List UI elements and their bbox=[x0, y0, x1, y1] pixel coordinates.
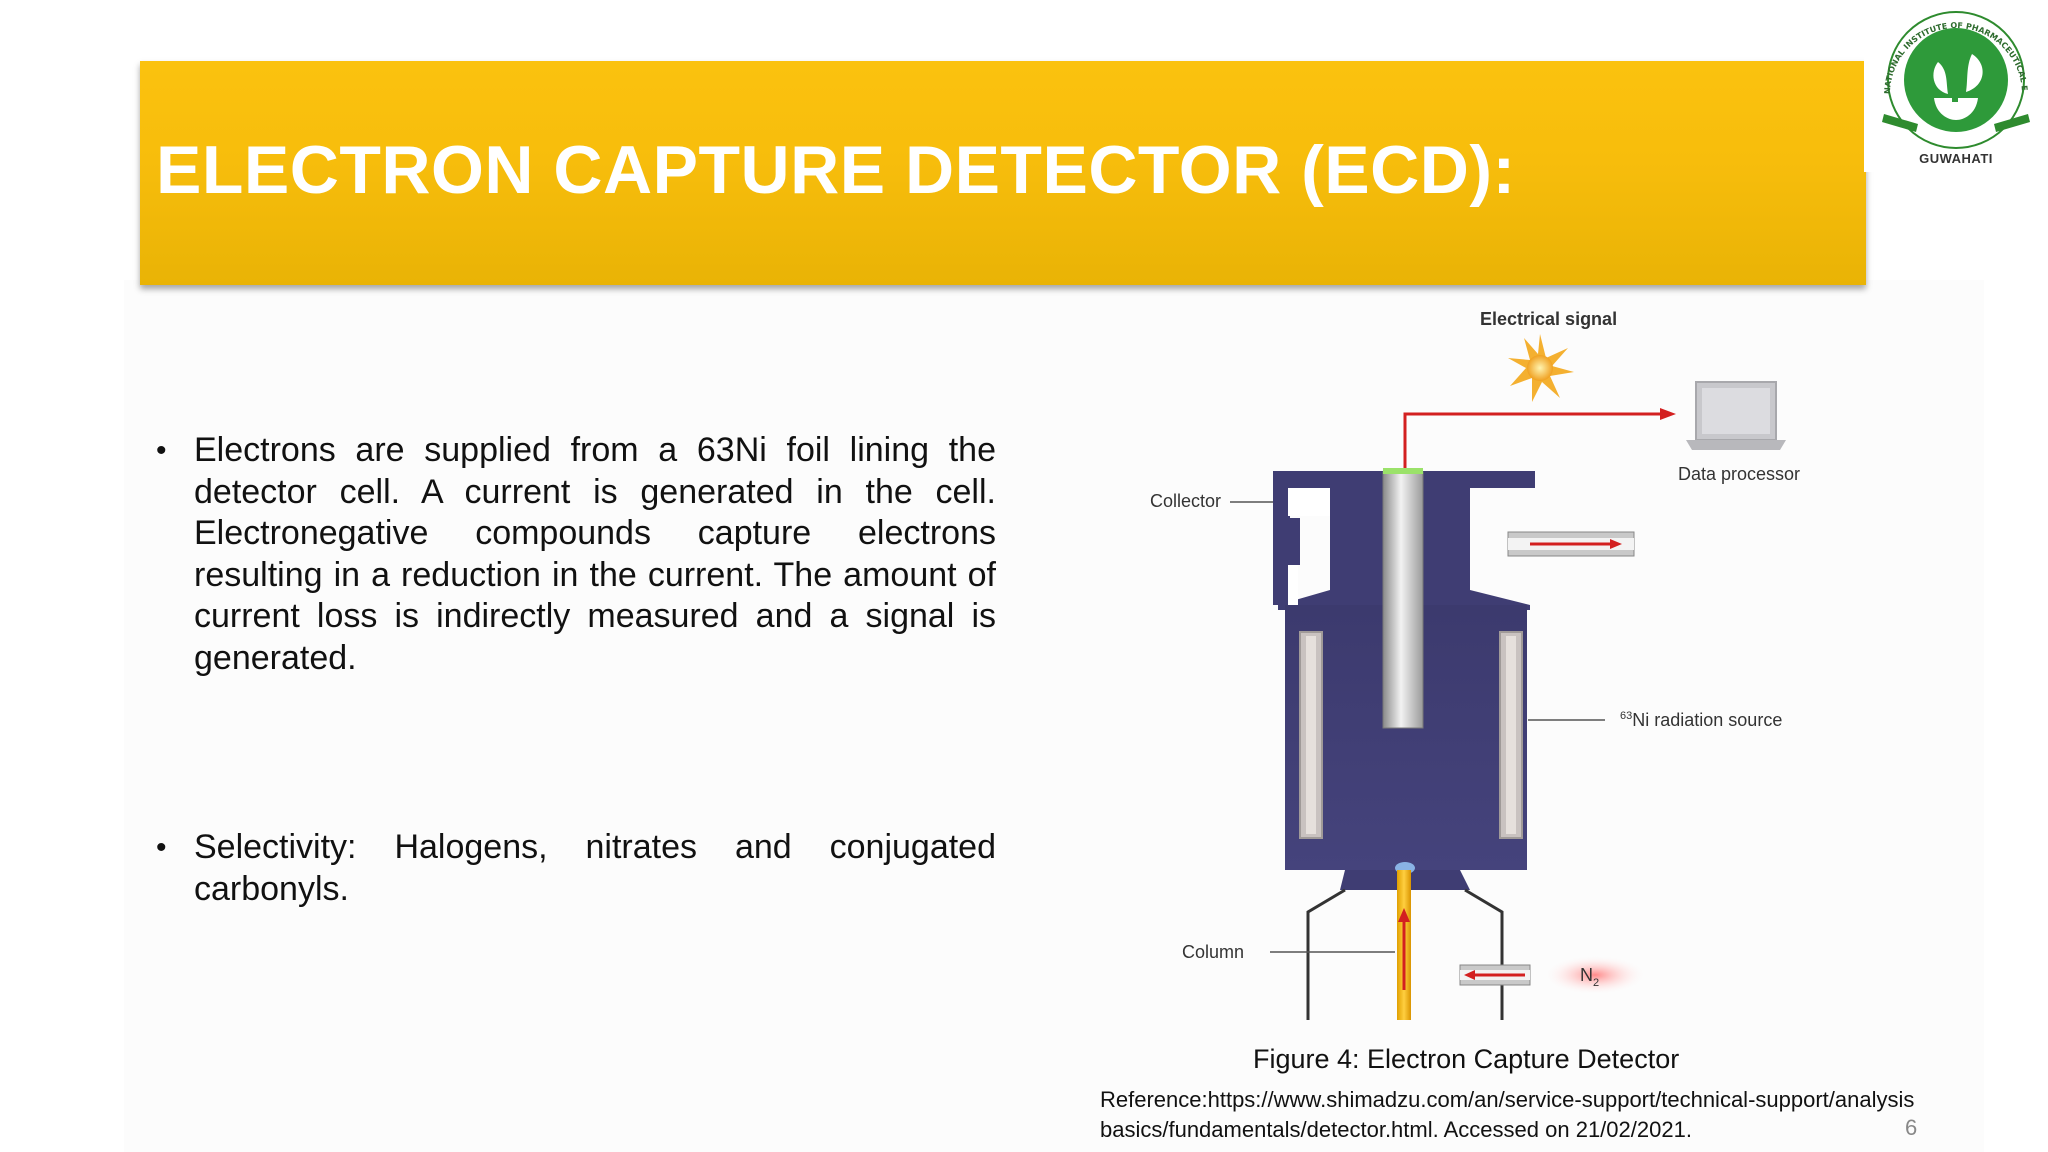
logo-city-text: GUWAHATI bbox=[1919, 151, 1993, 166]
makeup-gas-inlet-tube bbox=[1507, 531, 1635, 557]
column-flow-arrow-icon bbox=[1398, 908, 1410, 922]
signal-line bbox=[1403, 412, 1660, 468]
institute-logo: NATIONAL INSTITUTE OF PHARMACEUTICAL EDU… bbox=[1864, 0, 2048, 172]
n2-label: N2 bbox=[1580, 965, 1599, 989]
bullet-dot-icon: • bbox=[156, 434, 167, 467]
figure-caption: Figure 4: Electron Capture Detector bbox=[1253, 1044, 1680, 1074]
n2-gas-glow bbox=[1543, 955, 1647, 995]
bullet-text: Selectivity: Halogens, nitrates and conj… bbox=[194, 828, 996, 908]
slide-content-background bbox=[124, 280, 1984, 1152]
laptop-icon bbox=[1686, 381, 1786, 450]
collector-label: Collector bbox=[1150, 491, 1221, 511]
slide-title: ELECTRON CAPTURE DETECTOR (ECD): bbox=[156, 132, 1516, 208]
electrical-signal-burst-icon bbox=[1508, 334, 1574, 402]
page-number: 6 bbox=[1905, 1115, 1918, 1140]
figure-reference: Reference:https://www.shimadzu.com/an/se… bbox=[1100, 1087, 1915, 1142]
column-label: Column bbox=[1182, 942, 1244, 962]
bullet-list: • Electrons are supplied from a 63Ni foi… bbox=[156, 430, 996, 910]
ni-source-label: 63Ni radiation source bbox=[1620, 710, 1782, 730]
ecd-diagram: Electrical signal Data processor Collect… bbox=[1150, 309, 1800, 1020]
bullet-item: • Selectivity: Halogens, nitrates and co… bbox=[156, 827, 996, 910]
collector-electrode bbox=[1382, 471, 1424, 729]
data-processor-label: Data processor bbox=[1678, 464, 1800, 484]
electrical-signal-label: Electrical signal bbox=[1480, 309, 1617, 329]
bullet-text: Electrons are supplied from a 63Ni foil … bbox=[194, 431, 996, 677]
logo-emblem-icon: NATIONAL INSTITUTE OF PHARMACEUTICAL EDU… bbox=[1868, 2, 2030, 149]
signal-arrowhead-icon bbox=[1660, 408, 1676, 420]
n2-inlet-tube bbox=[1459, 964, 1531, 986]
title-banner bbox=[140, 61, 1866, 285]
bullet-item: • Electrons are supplied from a 63Ni foi… bbox=[156, 430, 996, 679]
bullet-dot-icon: • bbox=[156, 831, 167, 864]
